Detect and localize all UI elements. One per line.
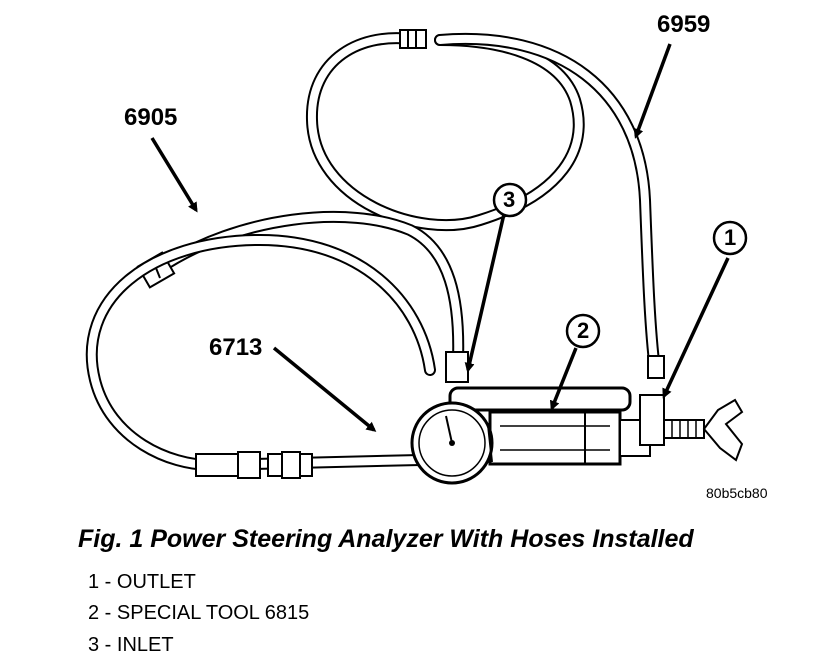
hose-6713 xyxy=(85,233,436,472)
legend-item-outlet: 1 - OUTLET xyxy=(88,571,196,593)
callout-outlet: 1 xyxy=(724,225,737,250)
leader-arrows xyxy=(150,43,730,432)
hose-6713-fittings xyxy=(195,451,313,479)
label-hose-6713: 6713 xyxy=(209,334,263,361)
legend-item-special-tool: 2 - SPECIAL TOOL 6815 xyxy=(88,602,310,624)
figure-caption: Fig. 1 Power Steering Analyzer With Hose… xyxy=(78,525,694,553)
hose-6959 xyxy=(305,32,661,376)
pressure-gauge xyxy=(410,401,494,485)
analyzer-diagram xyxy=(85,29,748,485)
callout-circles xyxy=(492,182,748,349)
callout-special-tool: 2 xyxy=(577,318,590,343)
hose-6959-fitting xyxy=(399,29,665,379)
figure-code: 80b5cb80 xyxy=(706,485,768,501)
hose-6905 xyxy=(154,210,465,366)
label-hose-6905: 6905 xyxy=(124,104,178,131)
label-hose-6959: 6959 xyxy=(657,11,711,38)
callout-inlet: 3 xyxy=(503,187,516,212)
analyzer-tool xyxy=(448,386,744,466)
legend-item-inlet: 3 - INLET xyxy=(88,634,174,656)
